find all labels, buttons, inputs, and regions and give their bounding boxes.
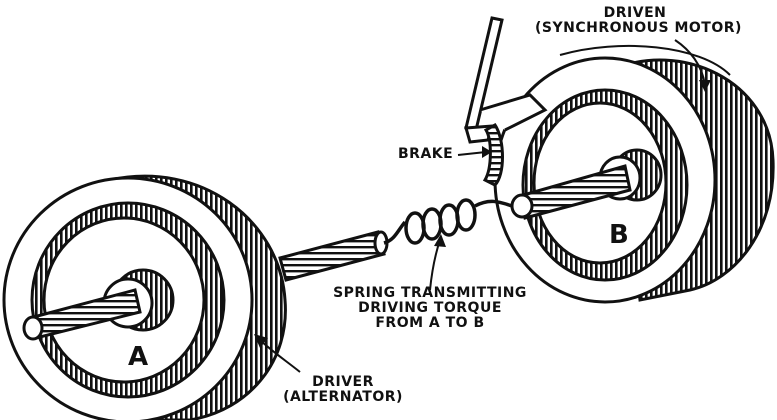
wheel-b-label: B	[609, 220, 630, 250]
wheel-a-label: A	[128, 342, 149, 372]
shaft-a	[278, 230, 389, 282]
driven-sublabel: (SYNCHRONOUS MOTOR)	[535, 20, 742, 36]
spring-label-line2: DRIVING TORQUE	[358, 300, 502, 316]
driver-label: DRIVER	[312, 374, 374, 390]
driven-wheel-b	[493, 44, 775, 304]
driver-wheel-a	[2, 174, 287, 420]
spring-label-line3: FROM A TO B	[375, 315, 485, 331]
brake-assembly	[464, 16, 548, 187]
driven-label: DRIVEN	[603, 5, 667, 21]
spring-coil	[383, 198, 513, 245]
arrowheads	[254, 80, 711, 348]
brake-label: BRAKE	[398, 146, 454, 162]
spring-label-line1: SPRING TRANSMITTING	[333, 285, 527, 301]
shaft-b	[510, 164, 632, 220]
driver-sublabel: (ALTERNATOR)	[283, 389, 403, 405]
